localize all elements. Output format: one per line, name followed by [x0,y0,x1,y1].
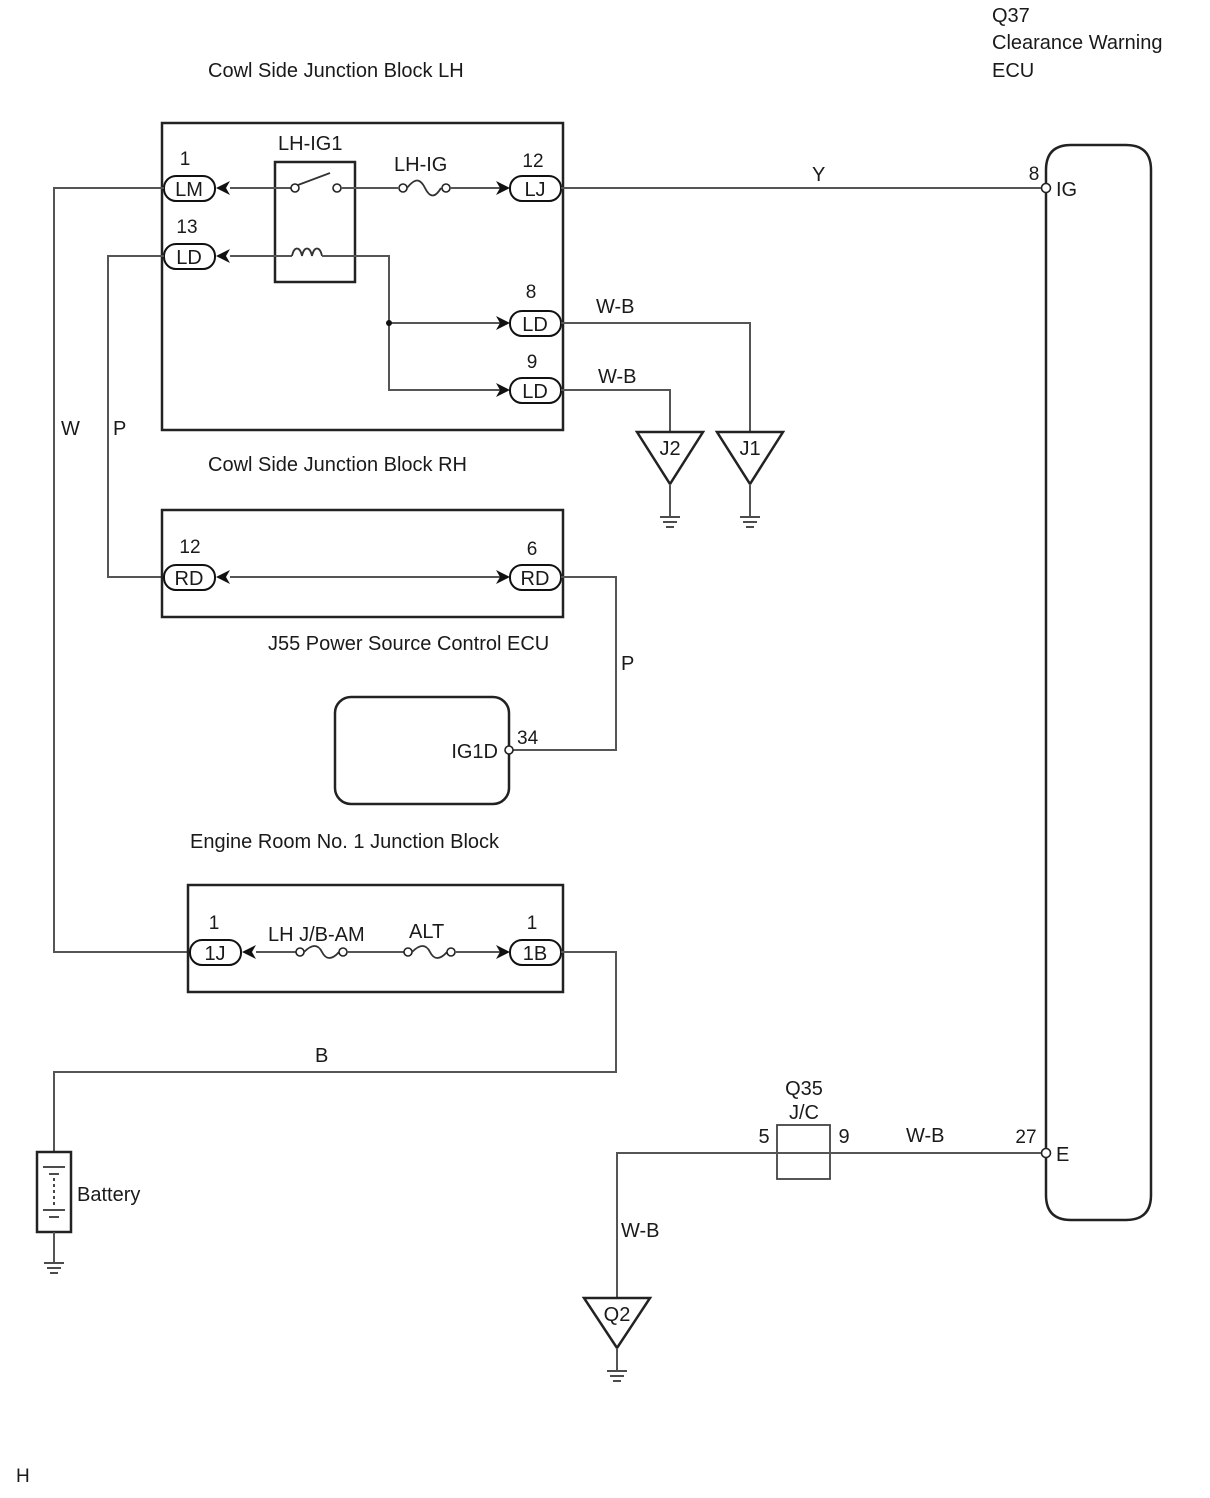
svg-text:12: 12 [522,151,543,172]
svg-text:LD: LD [176,247,202,269]
connector-ld-9: LD 9 [509,352,562,404]
svg-text:8: 8 [526,282,537,303]
wire-color-wb-e: W-B [906,1125,945,1147]
connector-ld-8: LD 8 [509,282,562,337]
j55-ecu-box: IG1D 34 [333,695,539,806]
fuse-alt-label: ALT [409,921,444,943]
cowl-rh-title: Cowl Side Junction Block RH [208,454,467,476]
svg-text:1: 1 [180,149,191,170]
connector-1b: 1B 1 [509,913,562,966]
jc-pin-9: 9 [838,1126,849,1148]
relay-label: LH-IG1 [278,133,342,155]
wire-color-b: B [315,1045,328,1067]
ground-icon [660,516,680,528]
relay-coil-icon [291,247,323,257]
ecu-pin-8: 8 [1029,164,1040,185]
connector-rd-6: RD 6 [509,539,562,591]
fuse-lh-ig-label: LH-IG [394,154,447,176]
ground-q2: Q2 [581,1296,653,1382]
svg-text:12: 12 [179,537,200,558]
svg-text:13: 13 [176,217,197,238]
j55-title: J55 Power Source Control ECU [268,633,549,655]
fuse-lh-jb-am-icon [303,945,340,959]
ground-icon [607,1370,627,1382]
splice-dot [386,320,392,326]
wire-color-wb-j1: W-B [596,296,635,318]
ecu-terminal-ig: IG [1056,179,1077,201]
svg-text:LJ: LJ [524,179,545,201]
wire-w [53,187,190,953]
fuse-lh-jb-am-label: LH J/B-AM [268,924,365,946]
svg-text:6: 6 [527,539,538,560]
wire-color-p-right: P [621,653,634,675]
wire-p-right [512,576,617,751]
wire-color-y: Y [812,164,825,186]
j55-terminal-name: IG1D [451,741,498,763]
battery-label: Battery [77,1184,140,1206]
wire-b [53,951,617,1152]
svg-text:1B: 1B [523,943,547,965]
wire-color-w: W [61,418,80,440]
ecu-q37-box: 8 IG 27 E [1015,143,1153,1222]
svg-text:J2: J2 [659,438,680,460]
fuse-lh-ig-icon [406,179,442,197]
svg-text:LD: LD [522,314,548,336]
svg-text:RD: RD [175,568,204,590]
engine-room-block: LH J/B-AM ALT 1J 1 1B 1 [186,883,565,994]
svg-text:Q2: Q2 [604,1304,631,1326]
wire-wb-j2 [561,389,671,432]
connector-lj: LJ 12 [509,151,562,202]
wire-color-wb-q2: W-B [621,1220,660,1242]
wire-color-wb-j2: W-B [598,366,637,388]
cowl-lh-title: Cowl Side Junction Block LH [208,60,464,82]
connector-ld-13: LD 13 [163,217,216,270]
svg-text:1: 1 [527,913,538,934]
ecu-q37-name: Clearance Warning [992,32,1162,54]
ecu-q37-name-2: ECU [992,60,1034,82]
ecu-terminal-e: E [1056,1144,1069,1166]
wire-wb-ground [616,1152,1041,1298]
cowl-lh-block: LH-IG1 LH-IG LM 1 LD 13 [160,121,565,432]
jc-pin-5: 5 [758,1126,769,1148]
battery: Battery [35,1150,140,1274]
ecu-q37-id: Q37 [992,5,1030,27]
svg-text:J/C: J/C [789,1102,819,1124]
connector-lm: LM 1 [163,149,216,202]
fuse-alt-icon [411,945,448,959]
ground-j2: J2 [634,430,706,528]
ecu-pin-27: 27 [1015,1127,1036,1148]
ground-icon [44,1262,64,1274]
cowl-rh-block: RD 12 RD 6 [160,508,565,619]
svg-text:9: 9 [527,352,538,373]
wire-wb-j1 [561,322,751,432]
svg-text:1J: 1J [204,943,225,965]
connector-1j: 1J 1 [189,913,242,966]
wire-color-p-left: P [113,418,126,440]
svg-text:J1: J1 [739,438,760,460]
engine-room-title: Engine Room No. 1 Junction Block [190,831,500,853]
svg-text:Q35: Q35 [785,1078,823,1100]
ground-j1: J1 [714,430,786,528]
junction-connector-q35: Q35 J/C 5 9 [758,1078,850,1180]
j55-terminal-pin: 34 [517,728,539,749]
relay-switch-icon [297,172,331,186]
svg-text:LD: LD [522,381,548,403]
svg-text:RD: RD [521,568,550,590]
wire-p-left [107,255,164,578]
svg-text:LM: LM [175,179,203,201]
page-marker: H [16,1466,30,1487]
svg-text:1: 1 [209,913,220,934]
connector-rd-12: RD 12 [163,537,216,591]
ground-icon [740,516,760,528]
relay-lh-ig1 [273,160,357,284]
